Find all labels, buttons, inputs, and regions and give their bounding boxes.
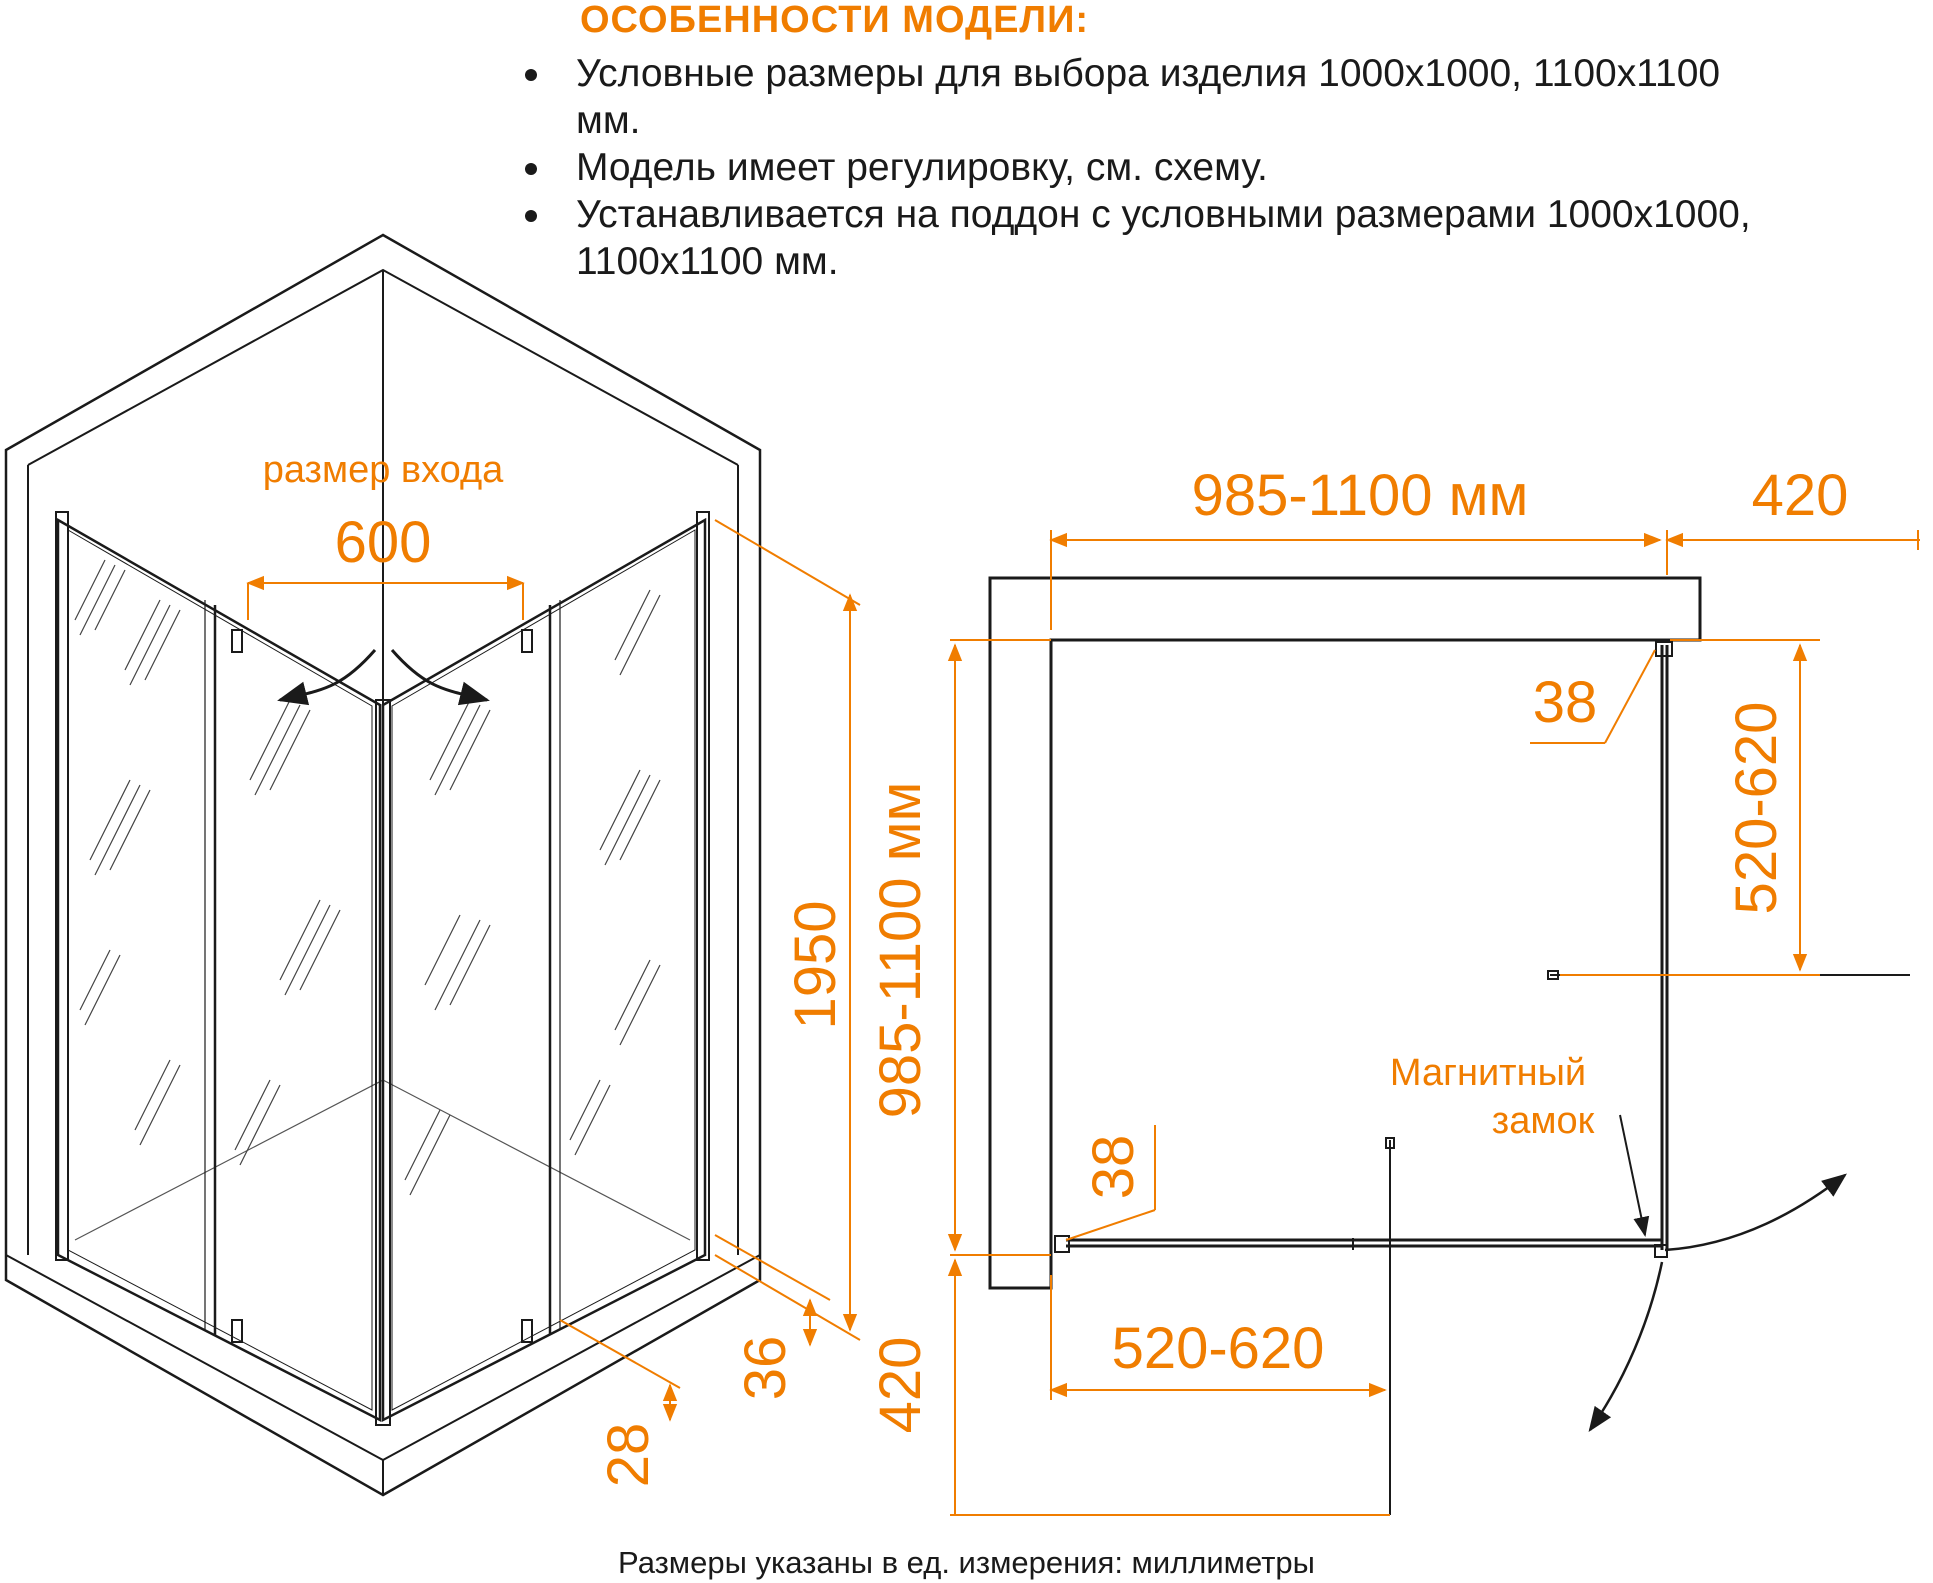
entry-label: размер входа: [263, 449, 504, 491]
plan-dimensions: [947, 530, 1920, 1516]
swing-arc-right: [1664, 1173, 1847, 1252]
units-footnote: Размеры указаны в ед. измерения: миллиме…: [618, 1545, 1315, 1580]
door-range-bottom-value: 520-620: [1112, 1316, 1325, 1381]
swing-arc-bottom: [1588, 1261, 1664, 1433]
door-range-right-value: 520-620: [1724, 702, 1789, 915]
magnet-label-line2: замок: [1492, 1100, 1595, 1142]
entry-width-value: 600: [335, 510, 432, 575]
height-value: 1950: [783, 900, 848, 1029]
swing-arrow-right: [390, 649, 490, 706]
plan-swing-top-value: 420: [1752, 463, 1849, 528]
left-panel: [56, 517, 382, 1423]
features-list: Условные размеры для выбора изделия 1000…: [520, 50, 1760, 285]
feature-item: Модель имеет регулировку, см. схему.: [520, 144, 1760, 191]
feature-item: Устанавливается на поддон с условными ра…: [520, 191, 1760, 285]
magnet-label-line1: Магнитный: [1390, 1052, 1586, 1094]
plan-swing-left-value: 420: [868, 1337, 933, 1434]
base-36-value: 36: [733, 1336, 798, 1401]
panel-left-value: 38: [1081, 1135, 1146, 1200]
plan-depth-value: 985-1100 мм: [868, 782, 933, 1119]
isometric-view: [4, 233, 762, 1497]
feature-item: Условные размеры для выбора изделия 1000…: [520, 50, 1760, 144]
features-title: ОСОБЕННОСТИ МОДЕЛИ:: [580, 0, 1090, 41]
panel-top-value: 38: [1533, 670, 1598, 735]
iso-dimensions: [246, 519, 861, 1422]
glass-hatching: [74, 559, 661, 1196]
swing-arrow-left: [277, 649, 377, 706]
base-28-value: 28: [596, 1423, 661, 1488]
plan-width-value: 985-1100 мм: [1192, 463, 1529, 528]
right-panel: [381, 517, 707, 1423]
features-block: ОСОБЕННОСТИ МОДЕЛИ: Условные размеры для…: [520, 0, 1760, 285]
